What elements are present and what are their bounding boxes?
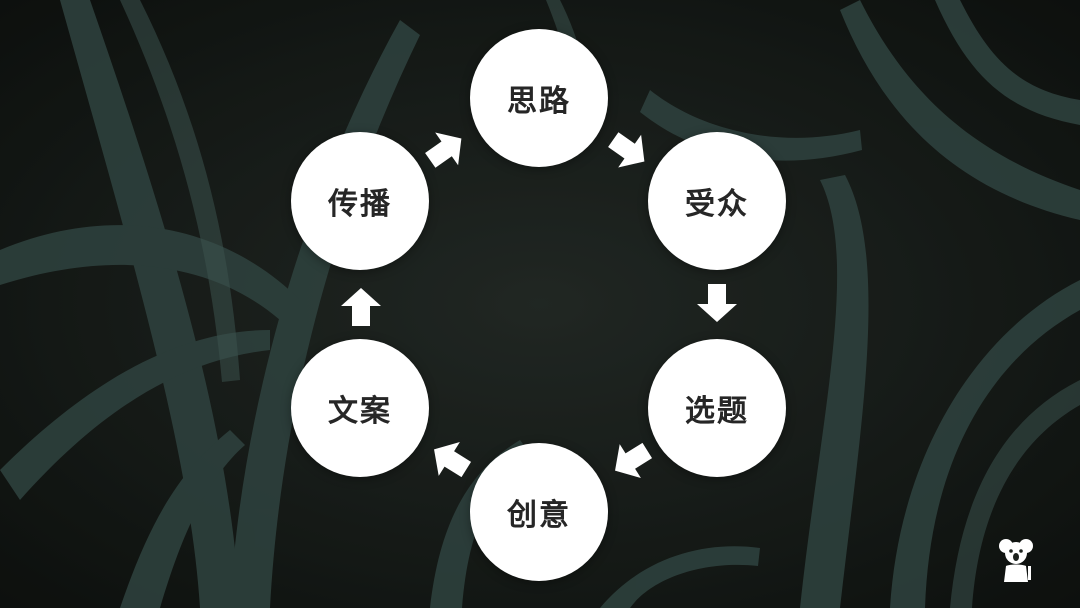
cycle-node-label: 受众 [685, 187, 749, 222]
cycle-node-shouzhong: 受众 [648, 132, 786, 270]
cycle-node-wenan: 文案 [291, 339, 429, 477]
cycle-node-siilu: 思路 [470, 29, 608, 167]
cycle-node-label: 传播 [328, 187, 392, 222]
cycle-node-label: 选题 [685, 394, 749, 429]
cycle-node-label: 思路 [507, 84, 571, 119]
cycle-node-label: 创意 [507, 498, 571, 533]
koala-logo-icon [999, 539, 1033, 582]
cycle-node-chuanbo: 传播 [291, 132, 429, 270]
cycle-node-label: 文案 [328, 394, 392, 429]
cycle-node-chuangyi: 创意 [470, 443, 608, 581]
cycle-node-xuanti: 选题 [648, 339, 786, 477]
